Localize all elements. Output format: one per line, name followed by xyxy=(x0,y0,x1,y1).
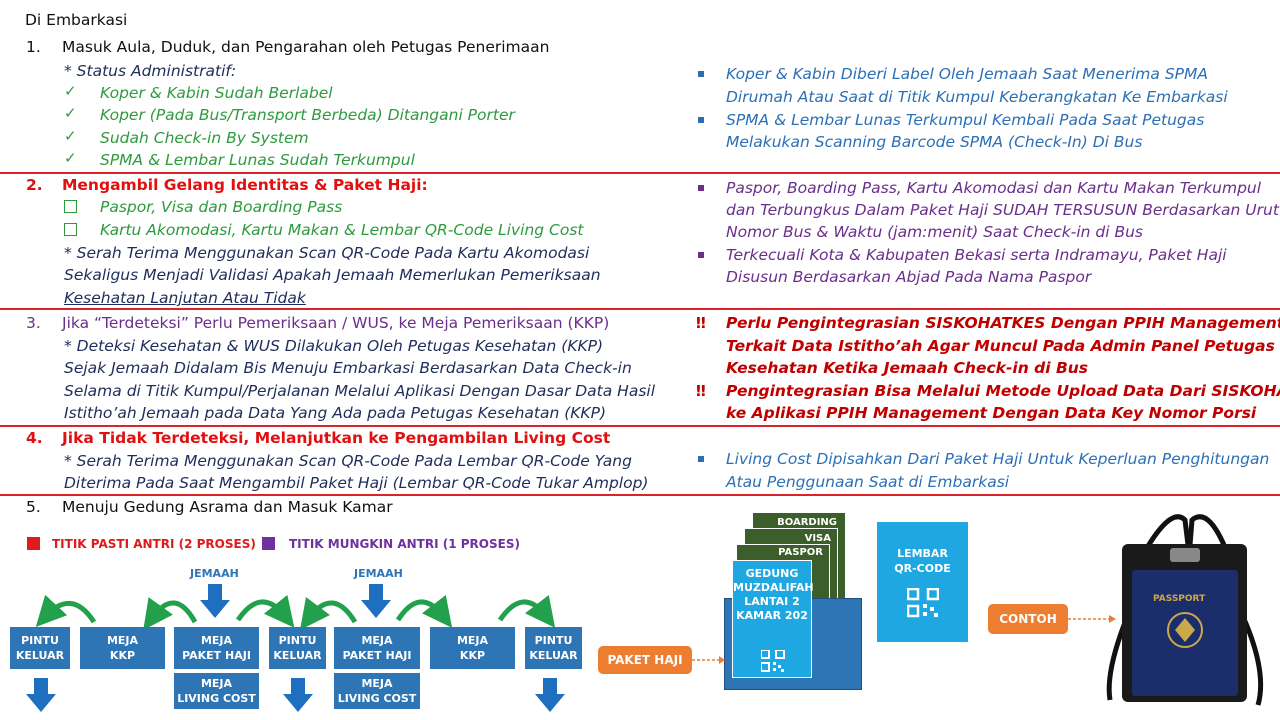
lembar-qr-code-card: LEMBAR QR-CODE xyxy=(877,522,968,642)
bullet-icon xyxy=(698,71,704,77)
step-2-note: Kesehatan Lanjutan Atau Tidak xyxy=(64,289,306,307)
right-note: Terkait Data Istitho’ah Agar Muncul Pada… xyxy=(726,337,1275,355)
bullet-icon xyxy=(698,252,704,258)
qr-code-icon xyxy=(907,588,939,618)
flow-arrows xyxy=(26,584,565,712)
right-note: Melakukan Scanning Barcode SPMA (Check-I… xyxy=(726,133,1143,151)
right-note: Perlu Pengintegrasian SISKOHATKES Dengan… xyxy=(726,314,1280,332)
bullet-icon xyxy=(698,456,704,462)
legend-red-swatch xyxy=(27,537,40,550)
legend-red-label: TITIK PASTI ANTRI (2 PROSES) xyxy=(52,537,256,551)
passport-holder-image xyxy=(1106,514,1264,706)
step-3-note: Sejak Jemaah Didalam Bis Menuju Embarkas… xyxy=(64,359,632,377)
dashed-arrow xyxy=(692,656,725,664)
right-note: Living Cost Dipisahkan Dari Paket Haji U… xyxy=(726,450,1270,468)
right-note: Koper & Kabin Diberi Label Oleh Jemaah S… xyxy=(726,65,1208,83)
right-note: Pengintegrasian Bisa Melalui Metode Uplo… xyxy=(726,382,1280,400)
check-item: SPMA & Lembar Lunas Sudah Terkumpul xyxy=(100,151,415,169)
jemaah-label: JEMAAH xyxy=(354,567,403,580)
step-3-number: 3. xyxy=(26,314,41,332)
check-item: Koper & Kabin Sudah Berlabel xyxy=(100,84,333,102)
page-title: Di Embarkasi xyxy=(25,11,128,29)
right-note: Paspor, Boarding Pass, Kartu Akomodasi d… xyxy=(726,179,1262,197)
qr-code-icon xyxy=(761,650,785,672)
divider xyxy=(0,494,1280,496)
divider xyxy=(0,425,1280,427)
contoh-label: CONTOH xyxy=(988,604,1068,634)
step-4-number: 4. xyxy=(26,429,43,447)
step-2-text: Mengambil Gelang Identitas & Paket Haji: xyxy=(62,176,428,194)
step-3-text: Jika “Terdeteksi” Perlu Pemeriksaan / WU… xyxy=(62,314,610,332)
check-icon: ✓ xyxy=(64,82,77,100)
step-1-sub: * Status Administratif: xyxy=(64,62,237,80)
right-note: ke Aplikasi PPIH Management Dengan Data … xyxy=(726,404,1257,422)
step-2-note: * Serah Terima Menggunakan Scan QR-Code … xyxy=(64,244,590,262)
checkbox-icon xyxy=(64,200,77,213)
box-item: Paspor, Visa dan Boarding Pass xyxy=(100,198,343,216)
warning-icon: ‼ xyxy=(696,314,706,332)
check-icon: ✓ xyxy=(64,104,77,122)
bullet-icon xyxy=(698,117,704,123)
divider xyxy=(0,172,1280,174)
step-4-text: Jika Tidak Terdeteksi, Melanjutkan ke Pe… xyxy=(62,429,611,447)
step-3-note: Selama di Titik Kumpul/Perjalanan Melalu… xyxy=(64,382,656,400)
passport-text: PASSPORT xyxy=(1153,594,1206,604)
step-2-note: Sekaligus Menjadi Validasi Apakah Jemaah… xyxy=(64,266,601,284)
check-icon: ✓ xyxy=(64,127,77,145)
step-4-note: Diterima Pada Saat Mengambil Paket Haji … xyxy=(64,474,649,492)
box-item: Kartu Akomodasi, Kartu Makan & Lembar QR… xyxy=(100,221,584,239)
right-note: SPMA & Lembar Lunas Terkumpul Kembali Pa… xyxy=(726,111,1205,129)
step-4-note: * Serah Terima Menggunakan Scan QR-Code … xyxy=(64,452,632,470)
legend-purple-label: TITIK MUNGKIN ANTRI (1 PROSES) xyxy=(289,537,520,551)
right-note: Dirumah Atau Saat di Titik Kumpul Kebera… xyxy=(726,88,1228,106)
right-note: Terkecuali Kota & Kabupaten Bekasi serta… xyxy=(726,246,1227,264)
bullet-icon xyxy=(698,185,704,191)
accommodation-card: GEDUNG MUZDALIFAH LANTAI 2 KAMAR 202 xyxy=(732,560,814,678)
right-note: Kesehatan Ketika Jemaah Check-in di Bus xyxy=(726,359,1089,377)
paket-haji-front xyxy=(812,604,860,688)
paket-haji-label: PAKET HAJI xyxy=(598,646,692,674)
legend-purple-swatch xyxy=(262,537,275,550)
check-icon: ✓ xyxy=(64,149,77,167)
warning-icon: ‼ xyxy=(696,382,706,400)
step-5-text: Menuju Gedung Asrama dan Masuk Kamar xyxy=(62,498,393,516)
checkbox-icon xyxy=(64,223,77,236)
step-3-note: Istitho’ah Jemaah pada Data Yang Ada pad… xyxy=(64,404,606,422)
step-1-text: Masuk Aula, Duduk, dan Pengarahan oleh P… xyxy=(62,38,550,56)
jemaah-label: JEMAAH xyxy=(190,567,239,580)
step-2-number: 2. xyxy=(26,176,43,194)
right-note: Atau Penggunaan Saat di Embarkasi xyxy=(726,473,1010,491)
divider xyxy=(0,308,1280,310)
right-note: dan Terbungkus Dalam Paket Haji SUDAH TE… xyxy=(726,201,1279,219)
step-3-note: * Deteksi Kesehatan & WUS Dilakukan Oleh… xyxy=(64,337,604,355)
step-1-number: 1. xyxy=(26,38,41,56)
right-note: Disusun Berdasarkan Abjad Pada Nama Pasp… xyxy=(726,268,1092,286)
dashed-arrow xyxy=(1068,615,1116,623)
check-item: Sudah Check-in By System xyxy=(100,129,309,147)
step-5-number: 5. xyxy=(26,498,41,516)
right-note: Nomor Bus & Waktu (jam:menit) Saat Check… xyxy=(726,223,1143,241)
check-item: Koper (Pada Bus/Transport Berbeda) Ditan… xyxy=(100,106,515,124)
